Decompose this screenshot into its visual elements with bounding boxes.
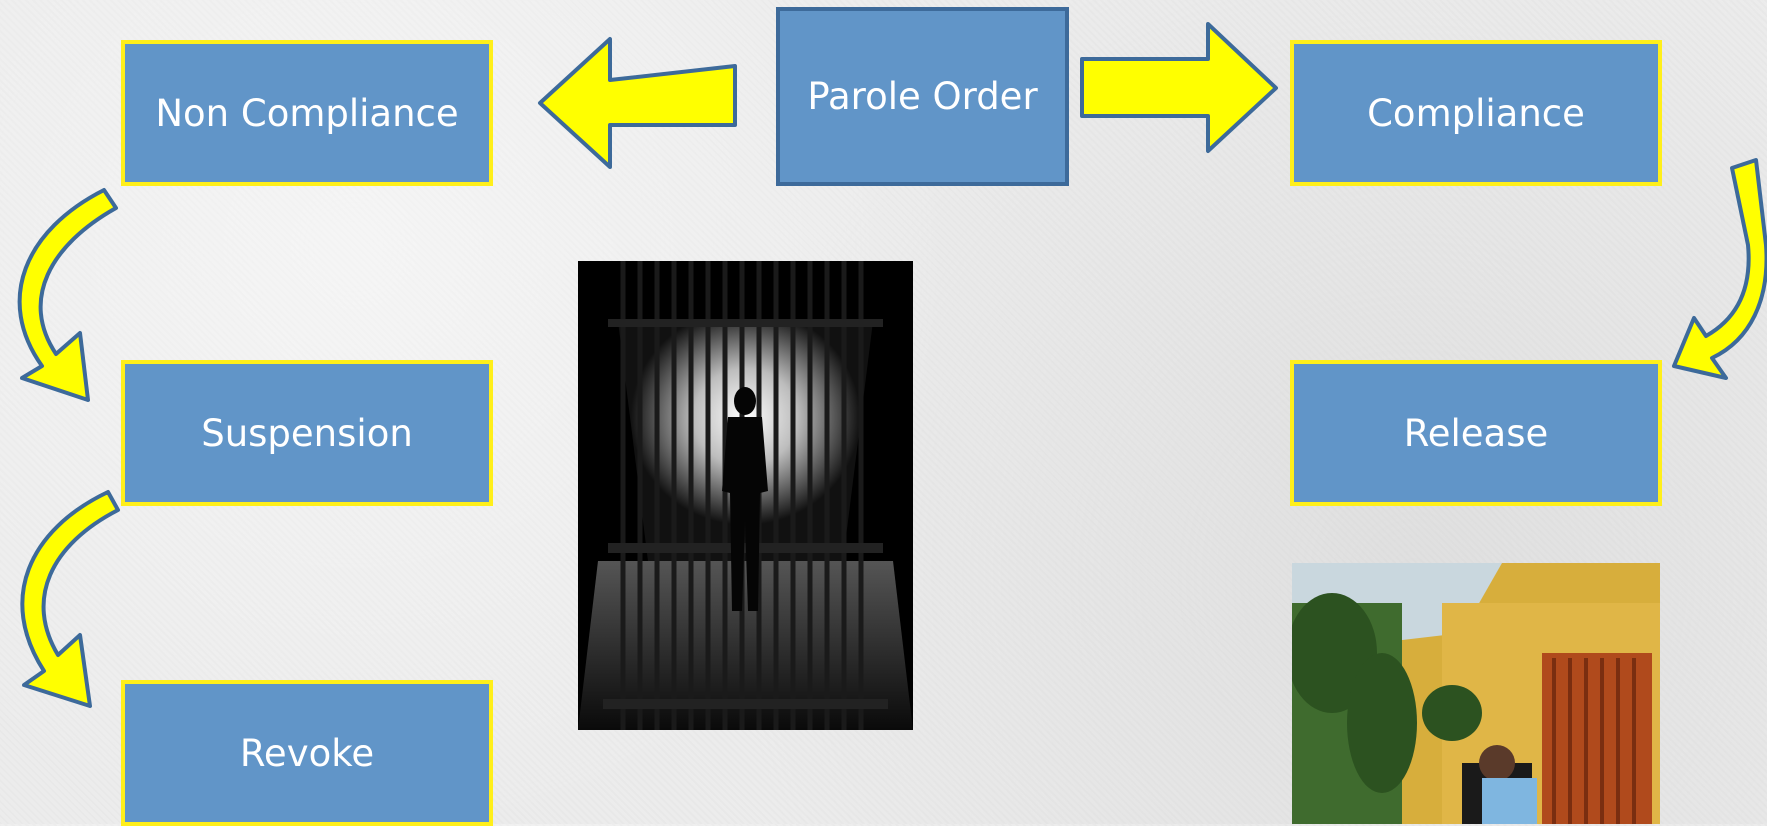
arrow-to-compliance	[1082, 24, 1276, 151]
arrow-to-release	[1674, 160, 1767, 378]
arrow-to-non-compliance	[540, 39, 735, 167]
prison-gate-illustration	[1292, 563, 1660, 824]
arrow-to-suspension	[20, 190, 116, 400]
prison-bars-photo	[578, 261, 913, 730]
arrow-to-revoke	[22, 492, 118, 706]
prison-bars-illustration	[578, 261, 913, 730]
prison-release-photo	[1292, 563, 1660, 824]
